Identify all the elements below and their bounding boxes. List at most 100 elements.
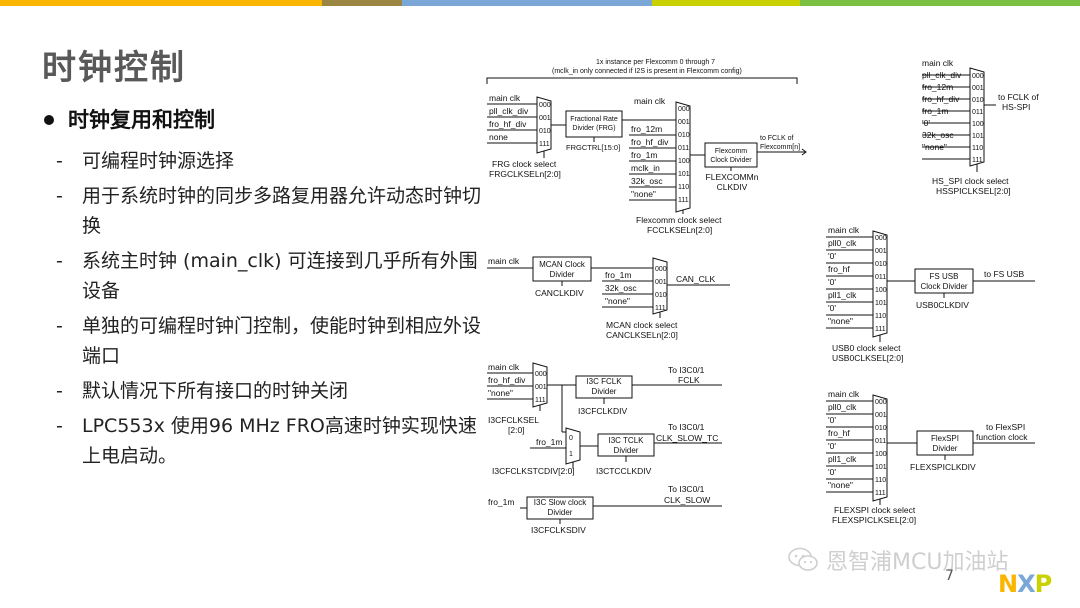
i3c-tclk-output: CLK_SLOW_TC [656,433,718,443]
sub-bullet: -可编程时钟源选择 [56,150,235,172]
mcan-div-label: CANCLKDIV [535,288,584,298]
flexspi-code: 010 [875,425,887,432]
fc-input: mclk_in [631,163,660,173]
fc-code: 100 [678,158,690,165]
mcan-code: 001 [655,279,667,286]
bar-segment-blue [402,0,652,6]
sub-bullet: -系统主时钟 (main_clk) 可连接到几乎所有外围设备 [56,250,478,302]
main-bullet-text: 时钟复用和控制 [68,108,215,132]
fc-code: 001 [678,119,690,126]
mcan-code: 111 [655,305,666,312]
i3c-fclk-output: To I3C0/1 [668,365,705,375]
fc-div-label: CLKDIV [717,182,748,192]
i3c-fro1m-label: fro_1m [536,437,562,447]
flexspi-code: 011 [875,438,886,445]
hs-input: main clk [922,58,954,68]
flexspi-output-label: to FlexSPI [986,422,1025,432]
flexcomm-note: 1x instance per Flexcomm 0 through 7 [596,59,715,66]
usb-select-label: USB0CLKSEL[2:0] [832,353,903,363]
mcan-block-label: Divider [550,270,575,279]
logo-letter: P [1034,570,1053,598]
flexspi-input: '0' [828,467,836,477]
fc-div-label: FLEXCOMMn [706,172,759,182]
i3c-mux-code: 0 [569,435,573,442]
usb-block-label: Clock Divider [920,282,967,291]
logo-letter: X [1017,570,1035,598]
hs-code: 001 [972,85,984,92]
usb-div-label: USB0CLKDIV [916,300,969,310]
mcan-input: main clk [488,256,520,266]
usb-input: '0' [828,251,836,261]
sub-bullet: -LPC553x 使用96 MHz FRO高速时钟实现快速上电启动。 [56,415,477,467]
fc-block-label: Clock Divider [710,157,752,164]
hs-code: 000 [972,73,984,80]
i3c-input: "none" [488,388,513,398]
flexspi-block-label: FlexSPI [931,434,959,443]
hs-code: 111 [972,157,983,164]
frg-select-label: FRGCLKSELn[2:0] [489,169,561,179]
sub-bullet-text: 用于系统时钟的同步多路复用器允许动态时钟切换 [82,185,482,237]
mcan-mux-input: 32k_osc [605,283,637,293]
usb-input: pll1_clk [828,290,857,300]
flexspi-input: "none" [828,480,853,490]
hs-code: 101 [972,133,984,140]
usb-input: '0' [828,277,836,287]
flexspi-input: '0' [828,415,836,425]
i3c-slow-div: I3CFCLKSDIV [531,525,586,535]
usb-code: 011 [875,274,886,281]
sub-bullet-text: 系统主时钟 (main_clk) 可连接到几乎所有外围设备 [82,250,478,302]
usb-code: 100 [875,287,887,294]
i3c-input: main clk [488,362,520,372]
usb-input: pll0_clk [828,238,857,248]
bullet-list: 时钟复用和控制 -可编程时钟源选择 -用于系统时钟的同步多路复用器允许动态时钟切… [42,104,482,476]
usb-input: '0' [828,303,836,313]
frg-input: pll_clk_div [489,106,529,116]
hs-input: '0' [922,118,930,128]
bullet-dot [44,114,54,125]
flexspi-code: 101 [875,464,887,471]
i3c-select-label: I3CFCLKSEL [488,415,539,425]
bar-segment-green [800,0,1080,6]
i3c-fclk-label: Divider [592,387,617,396]
fc-block-label: Flexcomm [715,148,747,155]
wechat-icon [788,547,818,571]
usb-input: main clk [828,225,860,235]
hs-select-label: HS_SPI clock select [932,176,1009,186]
frg-code: 000 [539,102,551,109]
fc-output-label: to FCLK of [760,135,794,142]
mcan-mux-input: "none" [605,296,630,306]
top-color-bar [0,0,1080,6]
usb-code: 001 [875,248,887,255]
fc-select-label: FCCLKSELn[2:0] [647,225,712,235]
i3c-select-label: [2:0] [508,425,525,435]
frg-code: 001 [539,115,551,122]
sub-bullet-text: LPC553x 使用96 MHz FRO高速时钟实现快速上电启动。 [82,415,477,467]
mcan-select-label: MCAN clock select [606,320,678,330]
i3c-code: 111 [535,397,546,404]
i3c-fclk-output: FCLK [678,375,700,385]
mcan-output-label: CAN_CLK [676,274,716,284]
sub-bullet: -单独的可编程时钟门控制，使能时钟到相应外设端口 [56,315,482,367]
i3c-input: fro_hf_div [488,375,526,385]
page-number: 7 [945,568,954,584]
bar-segment-lime [652,0,800,6]
flexspi-input: main clk [828,389,860,399]
frg-input: fro_hf_div [489,119,527,129]
flexspi-select-label: FLEXSPICLKSEL[2:0] [832,515,916,525]
usb-select-label: USB0 clock select [832,343,901,353]
usb-input: fro_hf [828,264,850,274]
i3c-slow-output: CLK_SLOW [664,495,710,505]
mcan-code: 010 [655,292,667,299]
i3c-fclk-label: I3C FCLK [586,377,622,386]
usb-code: 110 [875,313,886,320]
usb-input: "none" [828,316,853,326]
fc-input: 32k_osc [631,176,663,186]
fc-code: 010 [678,132,690,139]
i3c-slow-label: I3C Slow clock [534,498,587,507]
frg-input: none [489,132,508,142]
fc-select-label: Flexcomm clock select [636,215,722,225]
fc-input: fro_1m [631,150,657,160]
hs-output-label: to FCLK of [998,92,1039,102]
fc-input: "none" [631,189,656,199]
mcan-select-label: CANCLKSELn[2:0] [606,330,678,340]
